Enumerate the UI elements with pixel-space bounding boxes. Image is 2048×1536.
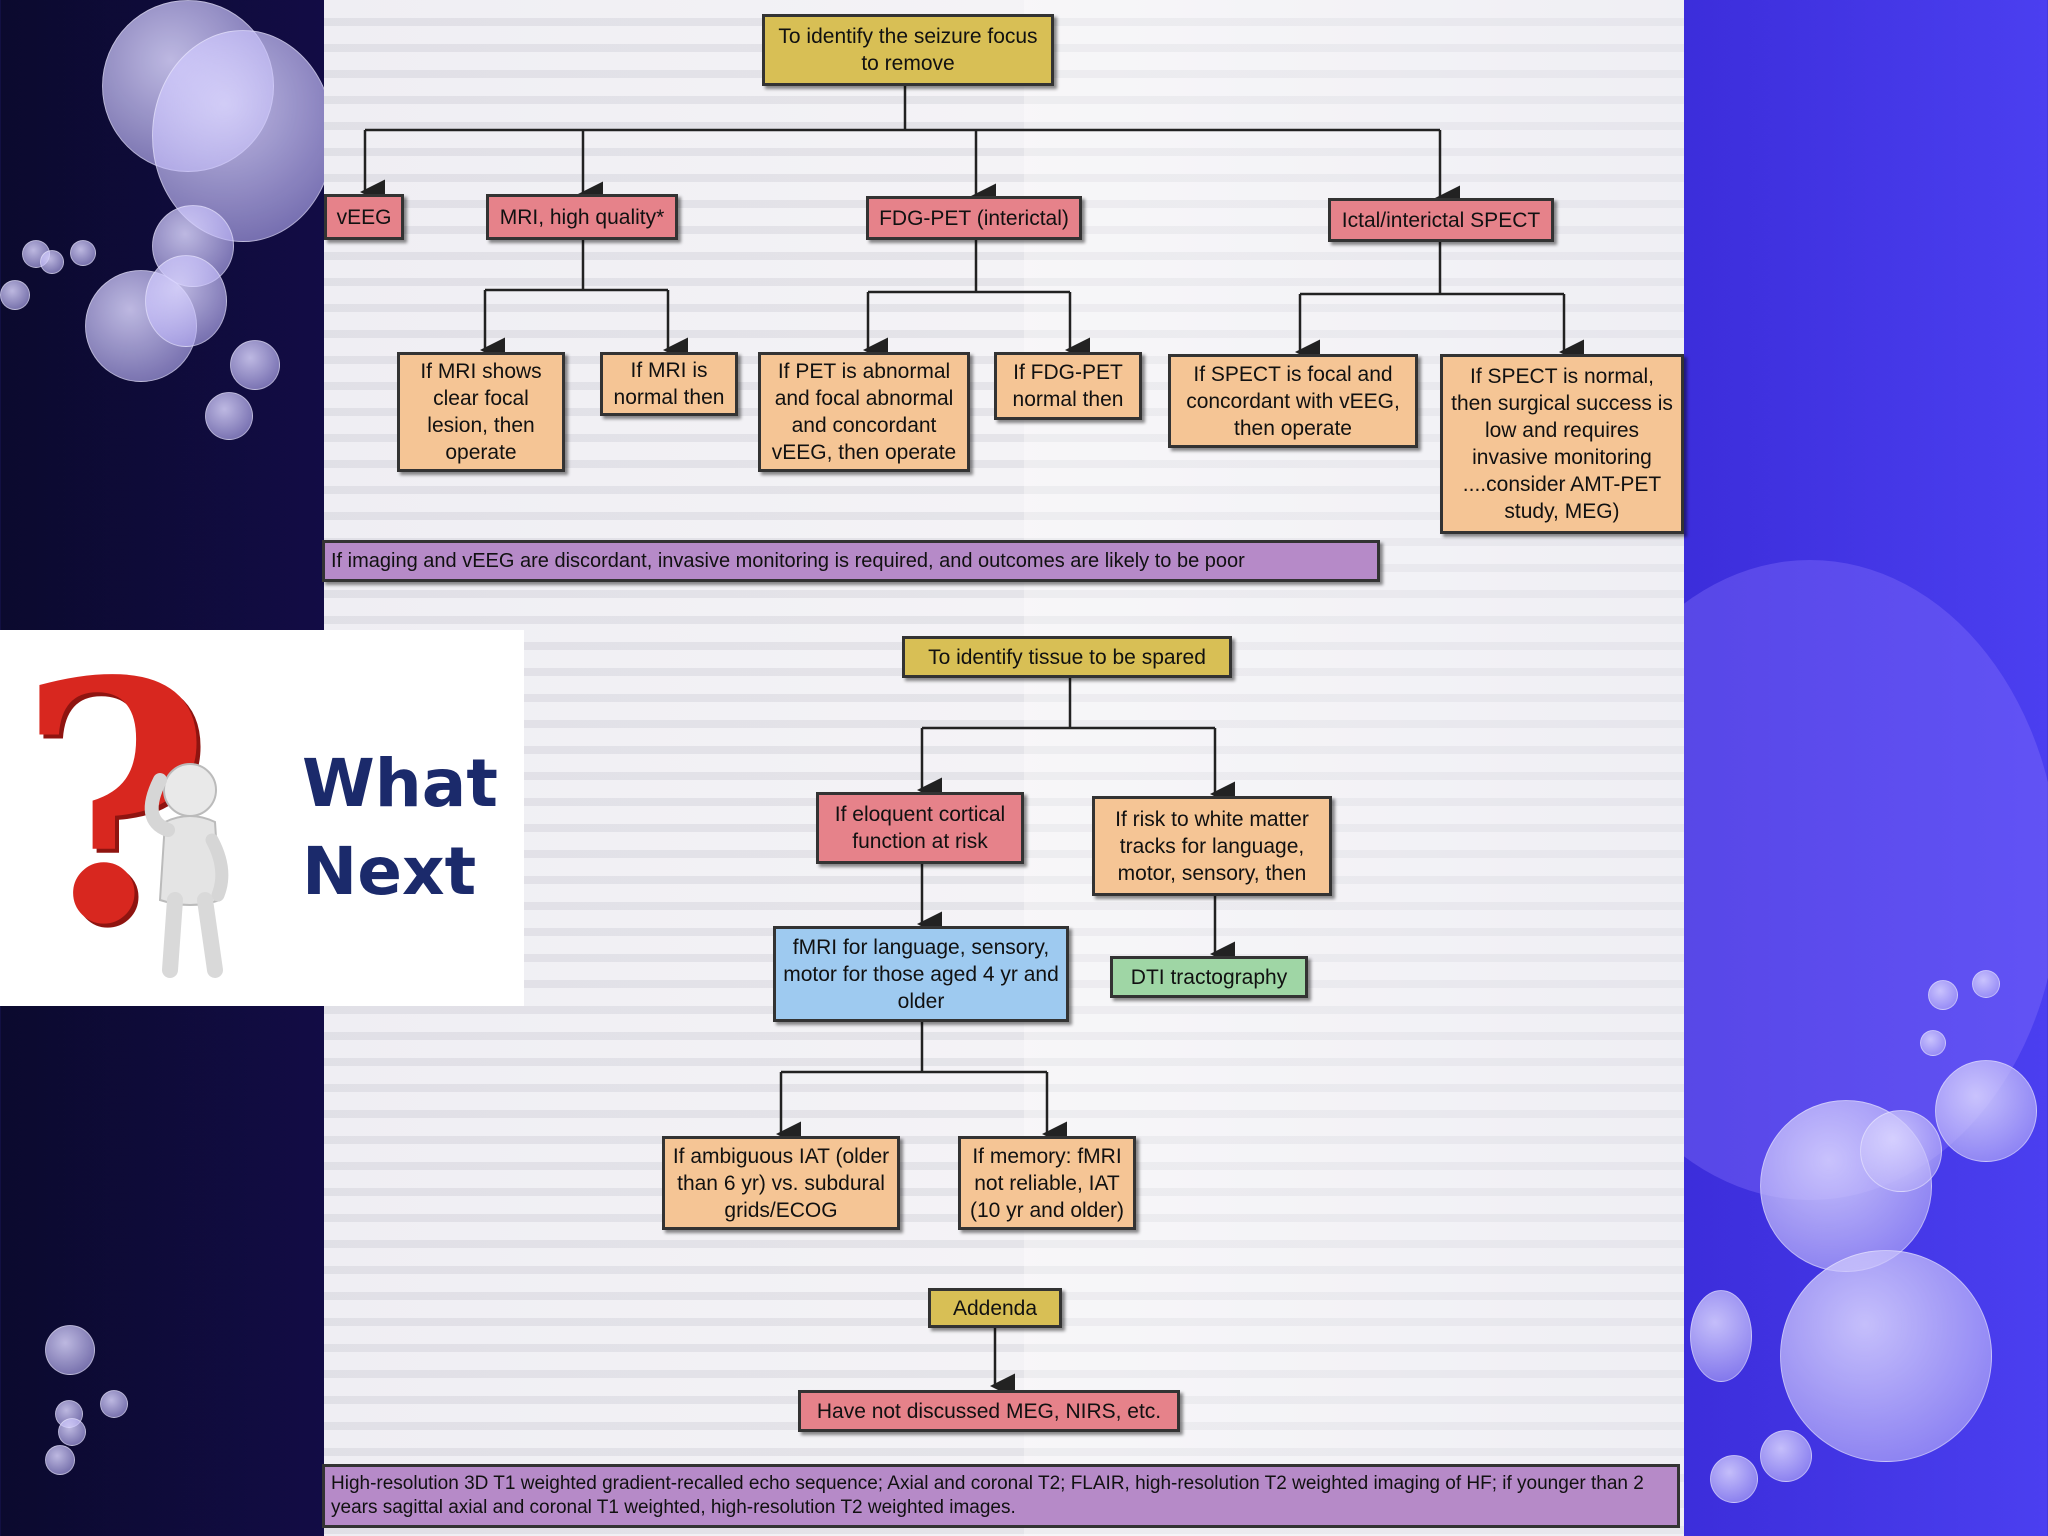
bubble-decoration	[0, 280, 30, 310]
dti-text: DTI tractography	[1130, 965, 1288, 989]
bubble-decoration	[1710, 1455, 1758, 1503]
spared-title-box: To identify tissue to be spared	[902, 636, 1232, 678]
footnote-banner: High-resolution 3D T1 weighted gradient-…	[322, 1464, 1680, 1528]
bubble-decoration	[1760, 1430, 1812, 1482]
discordant-text: If imaging and vEEG are discordant, inva…	[331, 549, 1245, 572]
seizure-focus-title: To identify the seizure focus to remove	[778, 25, 1038, 75]
fdg-pet-label: FDG-PET (interictal)	[879, 206, 1069, 230]
addenda-text: Addenda	[952, 1296, 1038, 1320]
bubble-decoration	[230, 340, 280, 390]
spect-focal-box: If SPECT is focal and concordant with vE…	[1168, 354, 1418, 448]
bubble-decoration	[70, 240, 96, 266]
background-column	[1024, 0, 1684, 1536]
fmri-box: fMRI for language, sensory, motor for th…	[773, 926, 1069, 1022]
pet-abnormal-text: If PET is abnormal and focal abnormal an…	[771, 360, 957, 464]
mri-focal-box: If MRI shows clear focal lesion, then op…	[397, 352, 565, 472]
spect-focal-text: If SPECT is focal and concordant with vE…	[1186, 362, 1400, 440]
bubble-decoration	[1935, 1060, 2037, 1162]
not-discussed-box: Have not discussed MEG, NIRS, etc.	[798, 1390, 1180, 1432]
bubble-decoration	[145, 255, 227, 347]
mri-focal-text: If MRI shows clear focal lesion, then op…	[420, 360, 542, 464]
bubble-decoration	[40, 250, 64, 274]
veeg-box: vEEG	[324, 194, 404, 240]
footnote-text: High-resolution 3D T1 weighted gradient-…	[331, 1473, 1644, 1518]
pet-normal-box: If FDG-PET normal then	[994, 352, 1142, 420]
what-next-headline: What Next	[302, 740, 498, 916]
background-text-lines	[324, 0, 1684, 1536]
bubble-decoration	[100, 1390, 128, 1418]
memory-text: If memory: fMRI not reliable, IAT (10 yr…	[969, 1144, 1125, 1222]
bubble-decoration	[1972, 970, 2000, 998]
mri-label: MRI, high quality*	[499, 205, 665, 229]
headline-line-1: What	[302, 745, 498, 822]
bubble-decoration	[205, 392, 253, 440]
memory-box: If memory: fMRI not reliable, IAT (10 yr…	[958, 1136, 1136, 1230]
mri-normal-box: If MRI is normal then	[600, 352, 738, 416]
ambiguous-iat-text: If ambiguous IAT (older than 6 yr) vs. s…	[672, 1144, 890, 1222]
pet-normal-text: If FDG-PET normal then	[1012, 361, 1124, 411]
eloquent-box: If eloquent cortical function at risk	[816, 792, 1024, 864]
what-next-panel: ? What Next	[0, 630, 524, 1006]
fdg-pet-box: FDG-PET (interictal)	[866, 196, 1082, 240]
spect-label: Ictal/interictal SPECT	[1341, 208, 1541, 232]
dti-box: DTI tractography	[1110, 956, 1308, 998]
bubble-decoration	[1920, 1030, 1946, 1056]
document-sheet	[324, 0, 1684, 1536]
not-discussed-text: Have not discussed MEG, NIRS, etc.	[816, 1399, 1162, 1423]
fmri-text: fMRI for language, sensory, motor for th…	[783, 935, 1059, 1013]
eloquent-text: If eloquent cortical function at risk	[834, 803, 1006, 853]
white-matter-text: If risk to white matter tracks for langu…	[1115, 807, 1309, 885]
spared-title: To identify tissue to be spared	[928, 645, 1206, 669]
spect-normal-text: If SPECT is normal, then surgical succes…	[1451, 365, 1673, 523]
spect-normal-box: If SPECT is normal, then surgical succes…	[1440, 354, 1684, 534]
seizure-focus-title-box: To identify the seizure focus to remove	[762, 14, 1054, 86]
bubble-decoration	[45, 1325, 95, 1375]
addenda-box: Addenda	[928, 1288, 1062, 1328]
ambiguous-iat-box: If ambiguous IAT (older than 6 yr) vs. s…	[662, 1136, 900, 1230]
bubble-decoration	[45, 1445, 75, 1475]
mri-normal-text: If MRI is normal then	[613, 359, 725, 409]
thinking-person-icon	[144, 763, 229, 978]
bubble-decoration	[1928, 980, 1958, 1010]
bubble-decoration	[58, 1418, 86, 1446]
headline-line-2: Next	[302, 833, 477, 910]
spect-box: Ictal/interictal SPECT	[1328, 198, 1554, 242]
white-matter-box: If risk to white matter tracks for langu…	[1092, 796, 1332, 896]
bubble-decoration	[1690, 1290, 1752, 1382]
bubble-decoration	[1780, 1250, 1992, 1462]
discordant-banner: If imaging and vEEG are discordant, inva…	[322, 540, 1380, 582]
veeg-label: vEEG	[336, 205, 392, 229]
mri-box: MRI, high quality*	[486, 194, 678, 240]
pet-abnormal-box: If PET is abnormal and focal abnormal an…	[758, 352, 970, 472]
bubble-decoration	[1860, 1110, 1942, 1192]
